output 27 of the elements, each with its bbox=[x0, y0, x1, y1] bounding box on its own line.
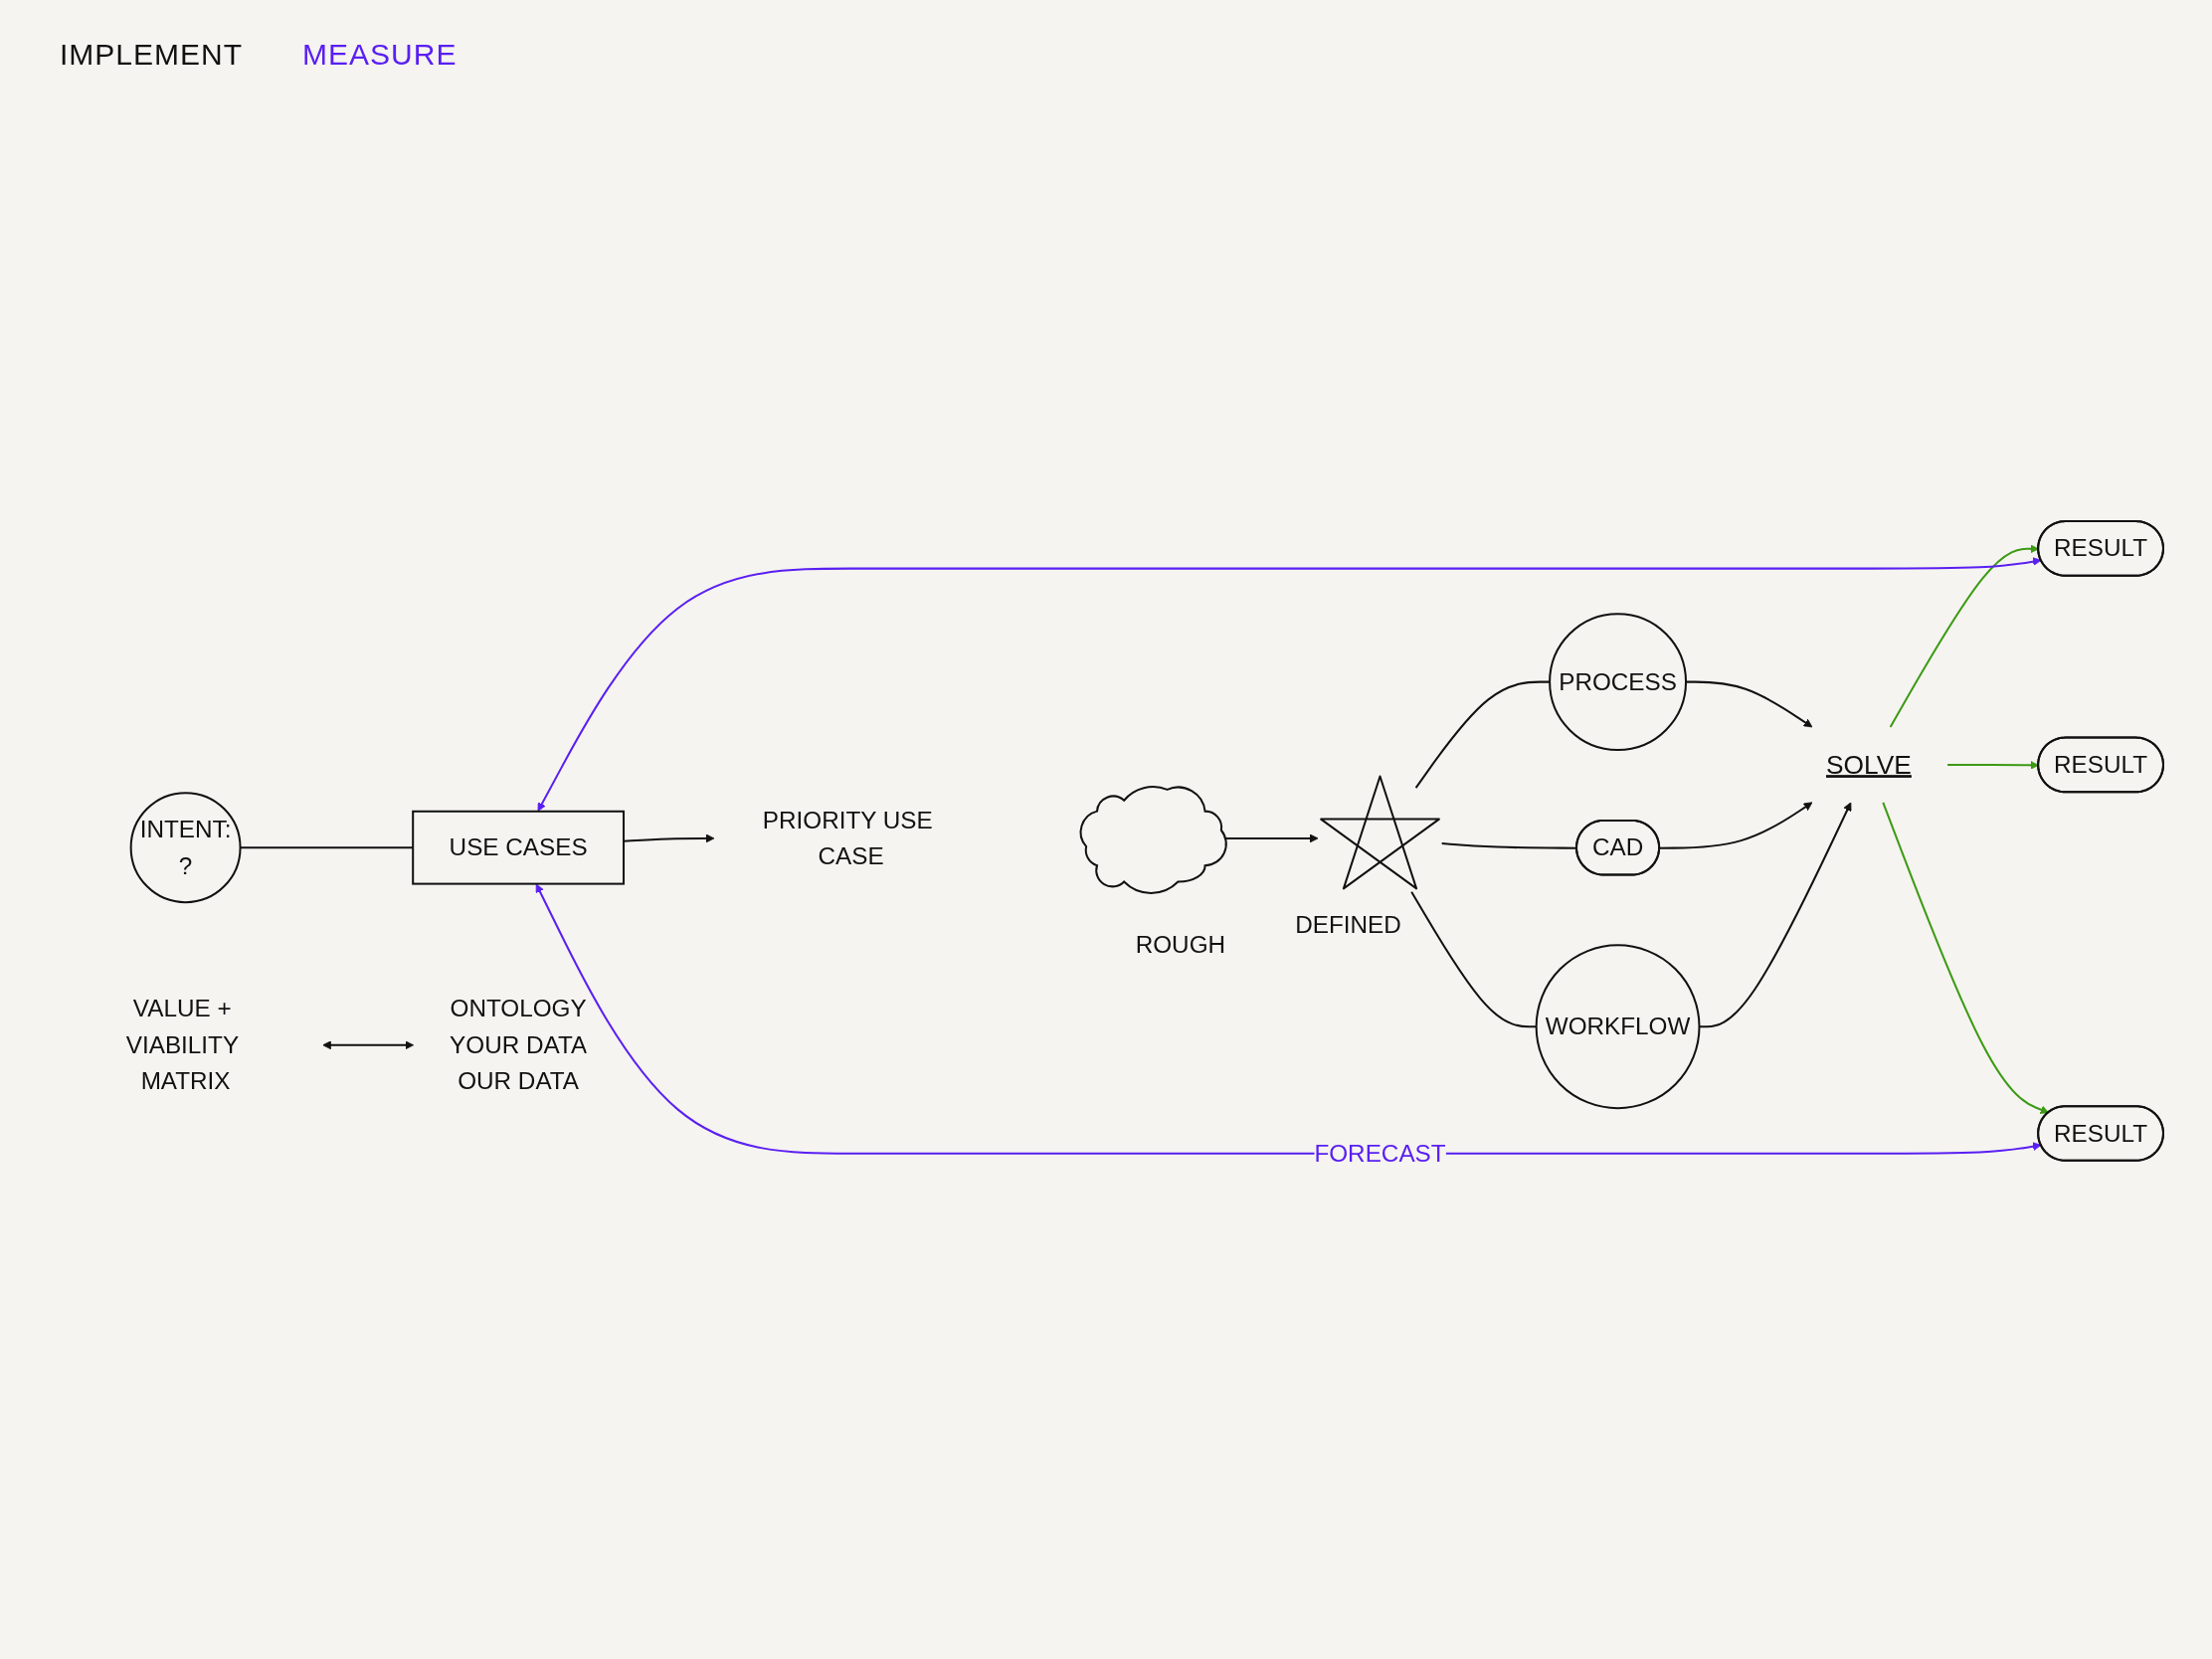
connector bbox=[240, 846, 414, 849]
node-text: SOLVE bbox=[1825, 749, 1912, 780]
arrow bbox=[1882, 802, 2050, 1114]
connector bbox=[1410, 891, 1537, 1028]
edge-label: FORECAST bbox=[1314, 1139, 1446, 1167]
node-text: VALUE + VIABILITY MATRIX bbox=[125, 995, 239, 1095]
node-box: USE CASES bbox=[412, 810, 625, 885]
annotation-text: MEASURE bbox=[302, 38, 458, 72]
arrow bbox=[623, 833, 715, 843]
arrow bbox=[322, 1040, 415, 1050]
arrow bbox=[537, 557, 2042, 812]
connector bbox=[1414, 680, 1551, 789]
node-circle: PROCESS bbox=[1549, 613, 1688, 752]
node-label: ROUGH bbox=[1135, 930, 1226, 958]
node-text: ONTOLOGY YOUR DATA OUR DATA bbox=[450, 995, 588, 1095]
node-star bbox=[1320, 775, 1440, 890]
arrow bbox=[535, 883, 2042, 1155]
arrow bbox=[1659, 802, 1813, 849]
node-cloud bbox=[1079, 786, 1227, 894]
annotation-text: IMPLEMENT bbox=[60, 38, 244, 72]
connector bbox=[1441, 842, 1577, 849]
node-circle: WORKFLOW bbox=[1535, 944, 1701, 1110]
arrow bbox=[1686, 680, 1813, 728]
arrow bbox=[1699, 802, 1852, 1028]
node-circle: INTENT: ? bbox=[129, 792, 242, 904]
node-label: DEFINED bbox=[1295, 910, 1401, 938]
node-text: PRIORITY USE CASE bbox=[762, 806, 933, 870]
